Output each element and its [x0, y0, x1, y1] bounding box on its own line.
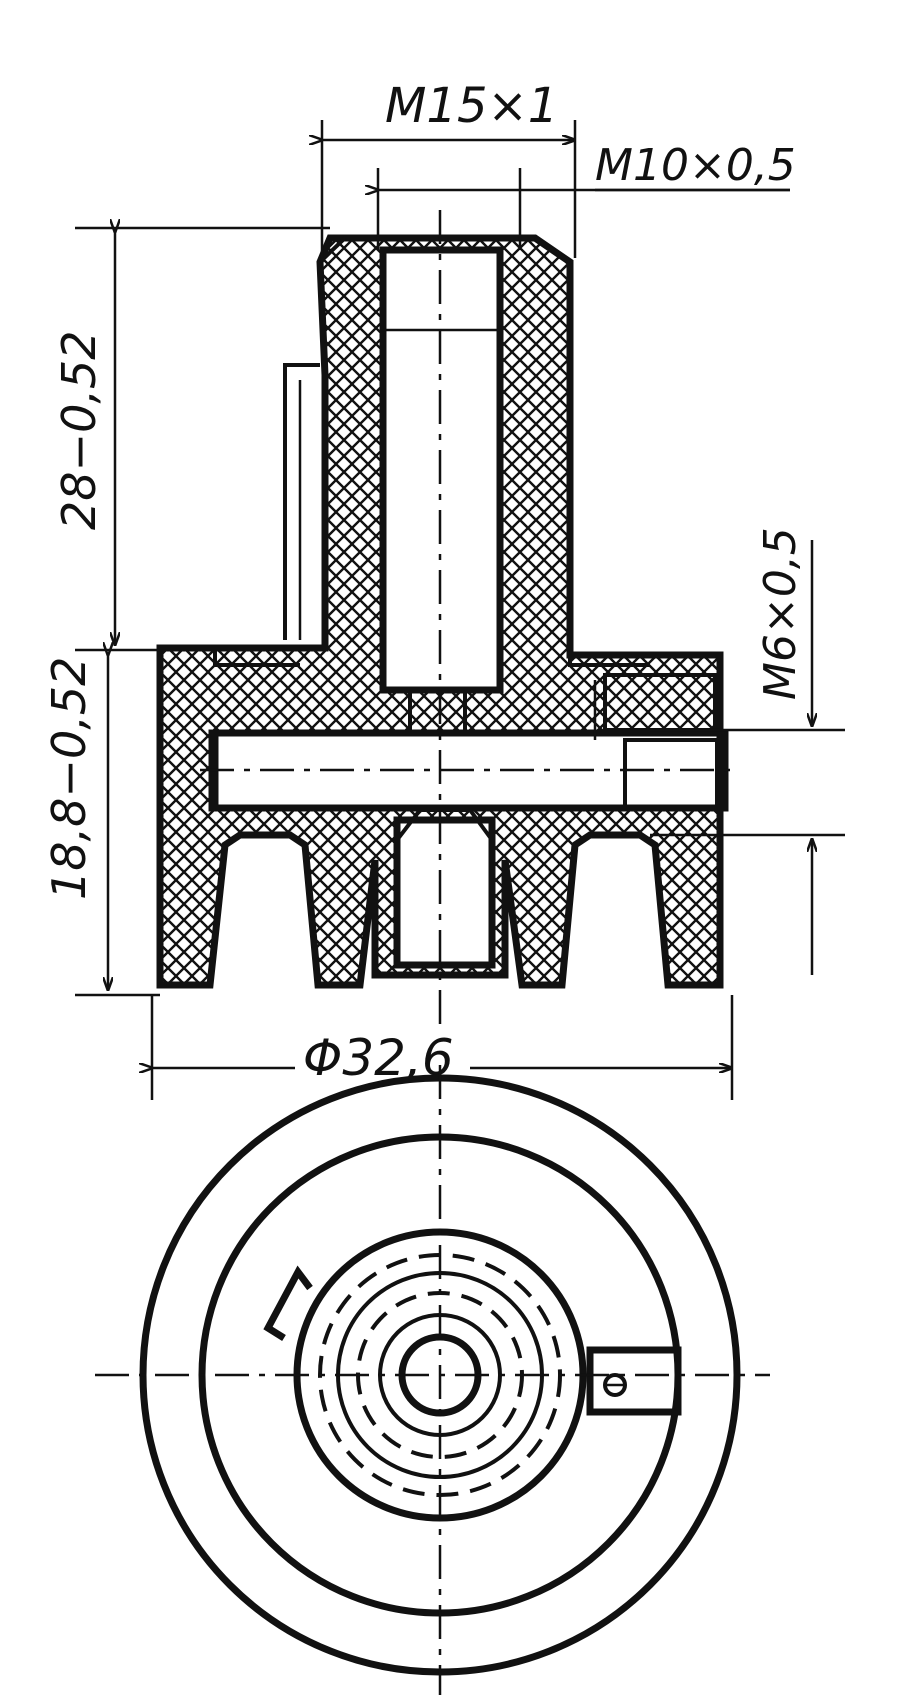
cross-hole-neck — [408, 688, 467, 735]
top-cap-edge — [318, 236, 572, 264]
side-nut — [623, 738, 719, 810]
flange-right-step — [568, 655, 650, 667]
upper-bore — [381, 248, 502, 692]
label-height-lower: 18,8−0,52 — [42, 657, 96, 900]
hatched-body — [156, 234, 729, 989]
dimensions: M15×1 M10×0,5 28−0,52 18,8−0,52 M6×0,5 Φ… — [42, 78, 845, 1100]
label-thread-inner: M10×0,5 — [595, 140, 796, 191]
left-tab — [263, 1265, 313, 1341]
label-thread-side: M6×0,5 — [755, 527, 806, 700]
plan-view — [95, 1065, 770, 1695]
top-step-left — [283, 363, 320, 640]
lower-bore — [395, 808, 494, 967]
flange-top-step — [213, 648, 300, 667]
label-thread-outer: M15×1 — [385, 78, 558, 134]
right-tab — [586, 1346, 682, 1416]
section-view — [156, 210, 740, 1065]
label-height-upper: 28−0,52 — [52, 331, 106, 531]
